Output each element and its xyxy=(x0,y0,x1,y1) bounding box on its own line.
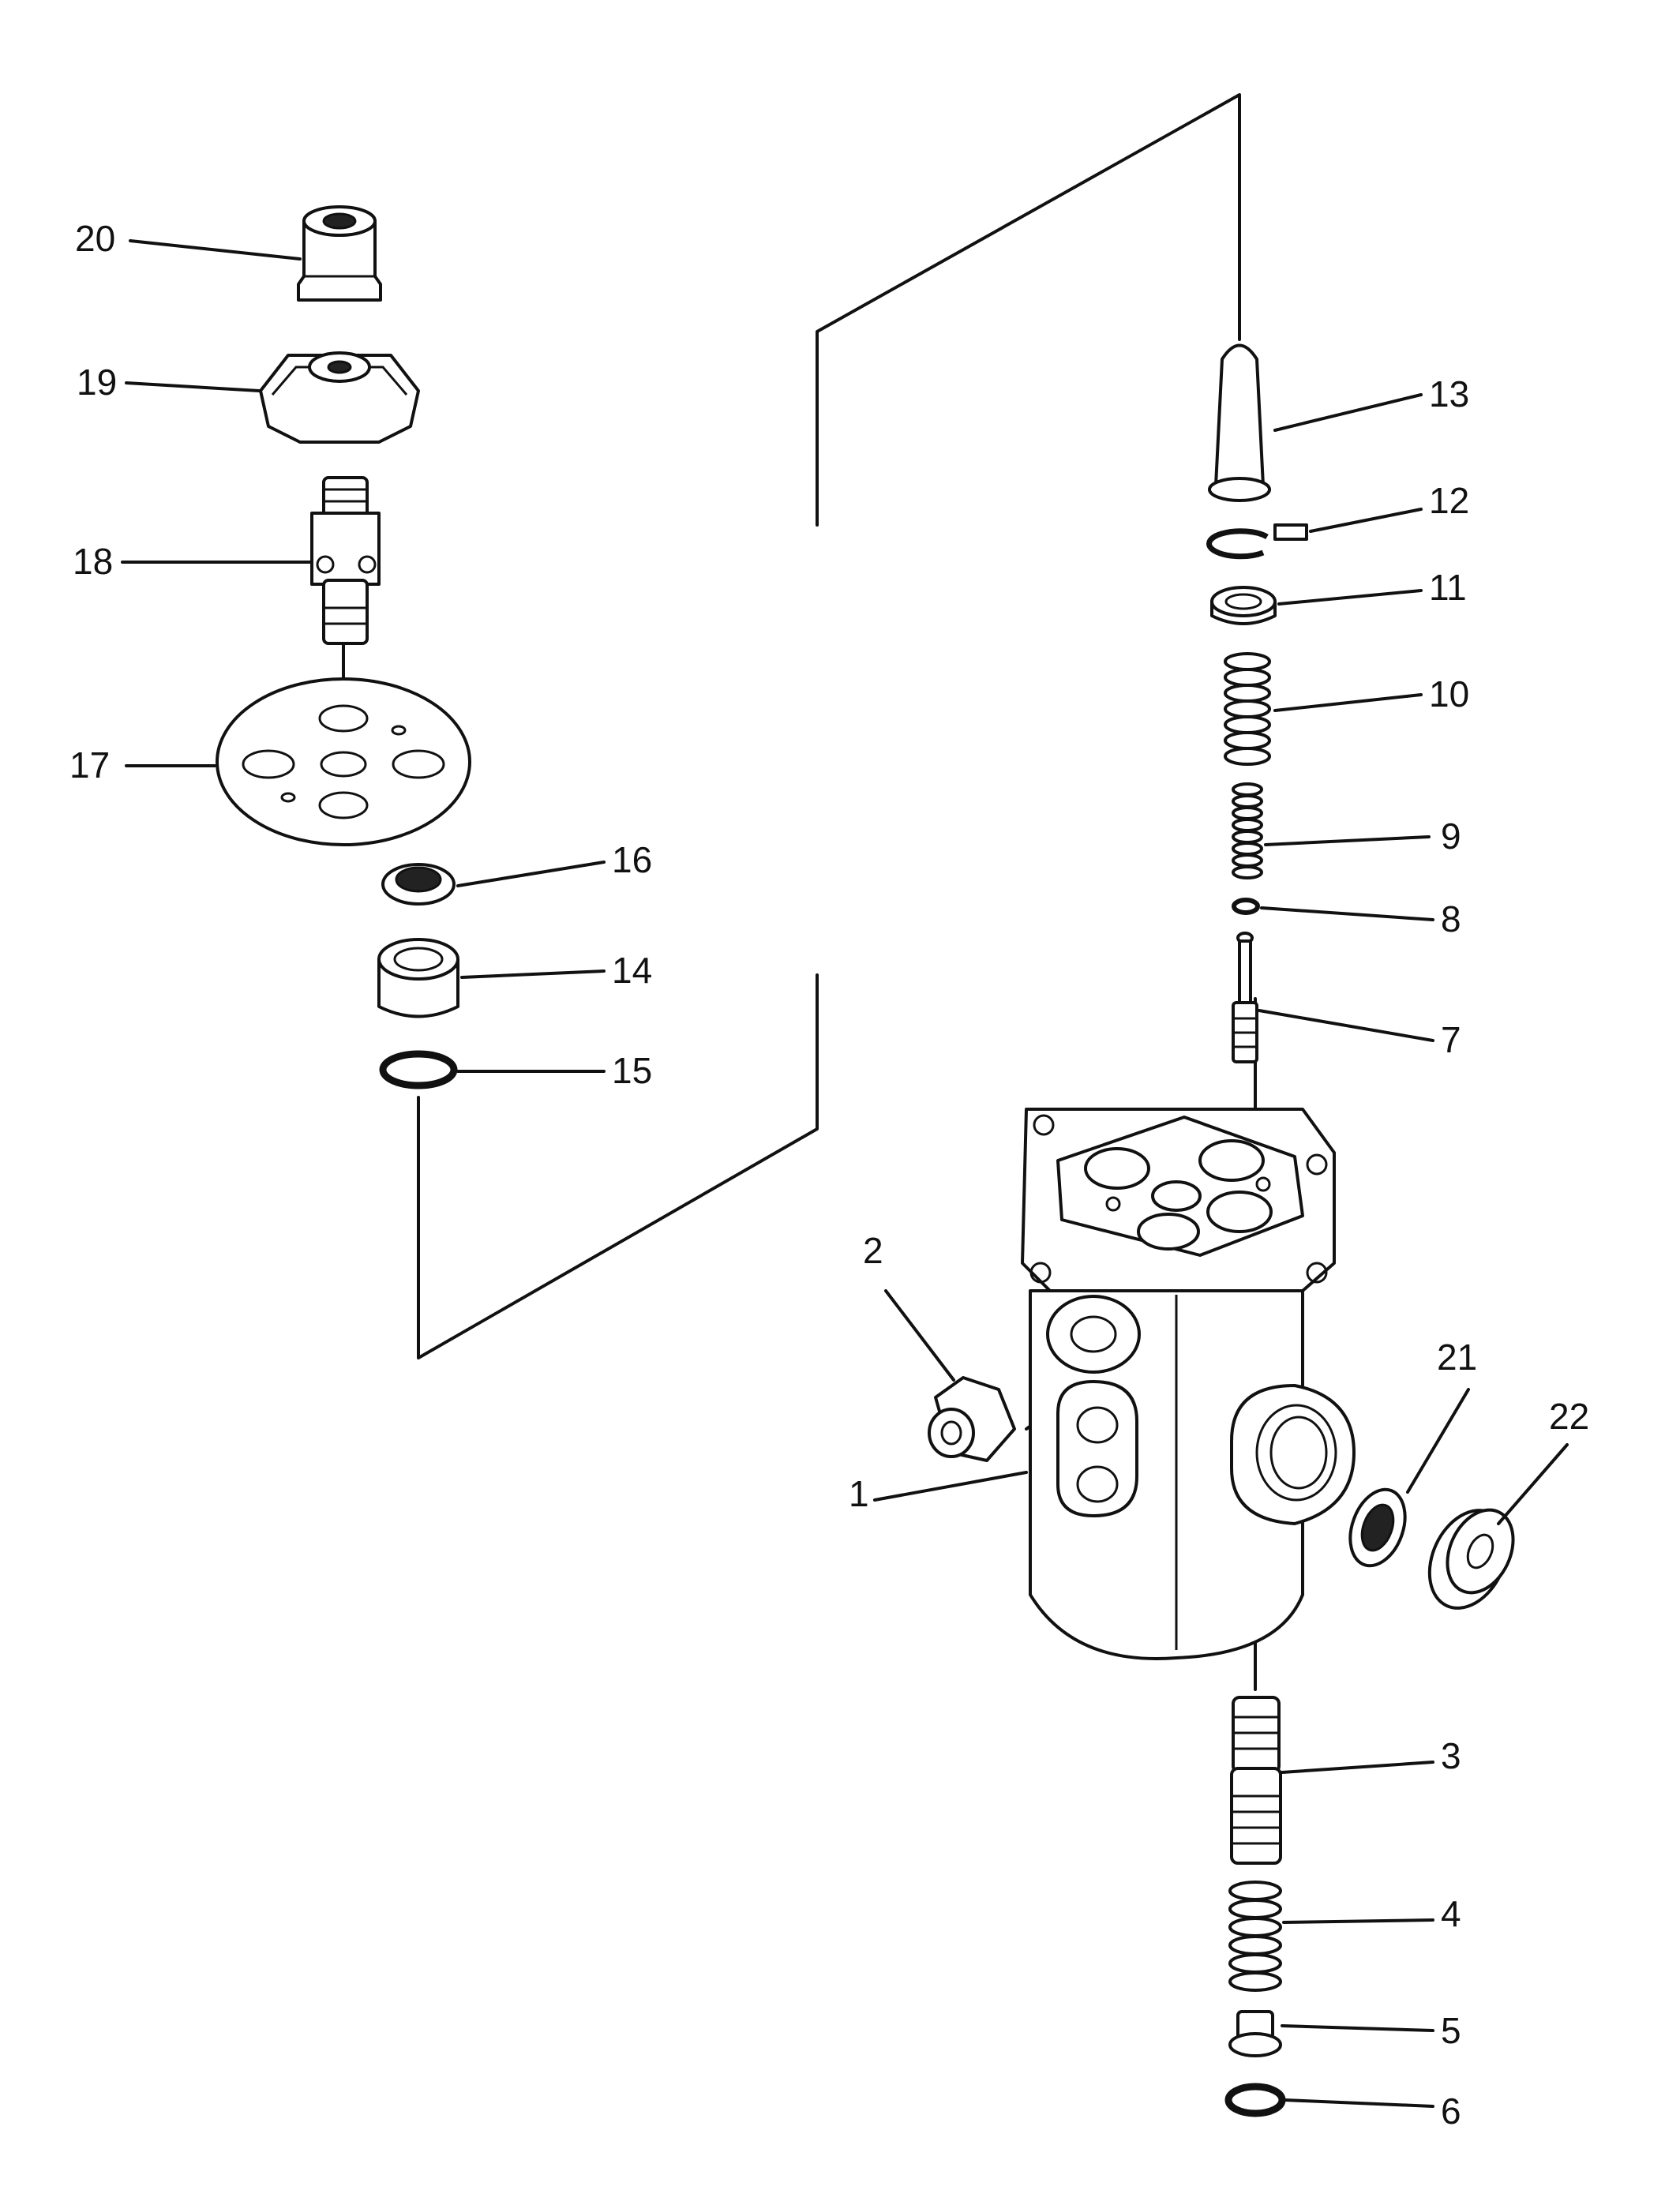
label-part-22: 22 xyxy=(1549,1396,1589,1437)
part-6-washer xyxy=(1224,2083,1286,2117)
label-part-9: 9 xyxy=(1441,816,1461,857)
part-5-stopper xyxy=(1228,2010,1282,2057)
label-part-8: 8 xyxy=(1441,898,1461,939)
part-17-plate xyxy=(216,677,471,846)
part-2-plug xyxy=(928,1376,1016,1462)
part-14-bushing xyxy=(377,938,459,1018)
label-part-13: 13 xyxy=(1429,373,1469,414)
part-7-pushrod xyxy=(1232,932,1258,1063)
label-part-4: 4 xyxy=(1441,1893,1461,1934)
label-part-19: 19 xyxy=(77,362,117,403)
part-21-filter-screen xyxy=(1348,1487,1407,1568)
label-part-5: 5 xyxy=(1441,2010,1461,2051)
part-9-spring xyxy=(1232,782,1263,879)
part-20-cap-nut xyxy=(297,205,382,302)
part-1-valve-body xyxy=(1021,1108,1356,1660)
label-part-7: 7 xyxy=(1441,1019,1461,1060)
part-10-spring xyxy=(1224,652,1271,766)
label-part-12: 12 xyxy=(1429,480,1469,521)
label-part-1: 1 xyxy=(849,1473,869,1514)
label-part-14: 14 xyxy=(612,950,652,991)
part-4-spring xyxy=(1228,1881,1282,1992)
label-part-16: 16 xyxy=(612,839,652,880)
part-11-spring-seat xyxy=(1210,586,1277,625)
part-19-cover-plate xyxy=(259,351,420,444)
leader-lines xyxy=(121,239,1569,2108)
label-part-2: 2 xyxy=(863,1230,883,1271)
label-part-11: 11 xyxy=(1429,567,1467,608)
part-labels: 1 2 3 4 5 6 7 8 9 10 11 12 13 14 15 16 1… xyxy=(69,218,1589,2132)
label-part-10: 10 xyxy=(1429,673,1469,714)
part-22-plug-nut xyxy=(1427,1508,1515,1610)
part-18-universal-joint xyxy=(310,476,381,645)
label-part-3: 3 xyxy=(1441,1735,1461,1776)
part-3-spool xyxy=(1230,1696,1282,1865)
label-part-18: 18 xyxy=(73,541,113,582)
label-part-6: 6 xyxy=(1441,2091,1461,2132)
part-8-washer xyxy=(1232,898,1260,915)
part-16-filter xyxy=(381,863,456,906)
label-part-15: 15 xyxy=(612,1050,652,1091)
label-part-21: 21 xyxy=(1437,1337,1477,1378)
label-part-17: 17 xyxy=(69,744,110,786)
label-part-20: 20 xyxy=(75,218,115,259)
part-13-boot xyxy=(1208,343,1271,502)
part-12-retaining-ring xyxy=(1206,523,1308,560)
part-15-o-ring xyxy=(379,1050,458,1089)
